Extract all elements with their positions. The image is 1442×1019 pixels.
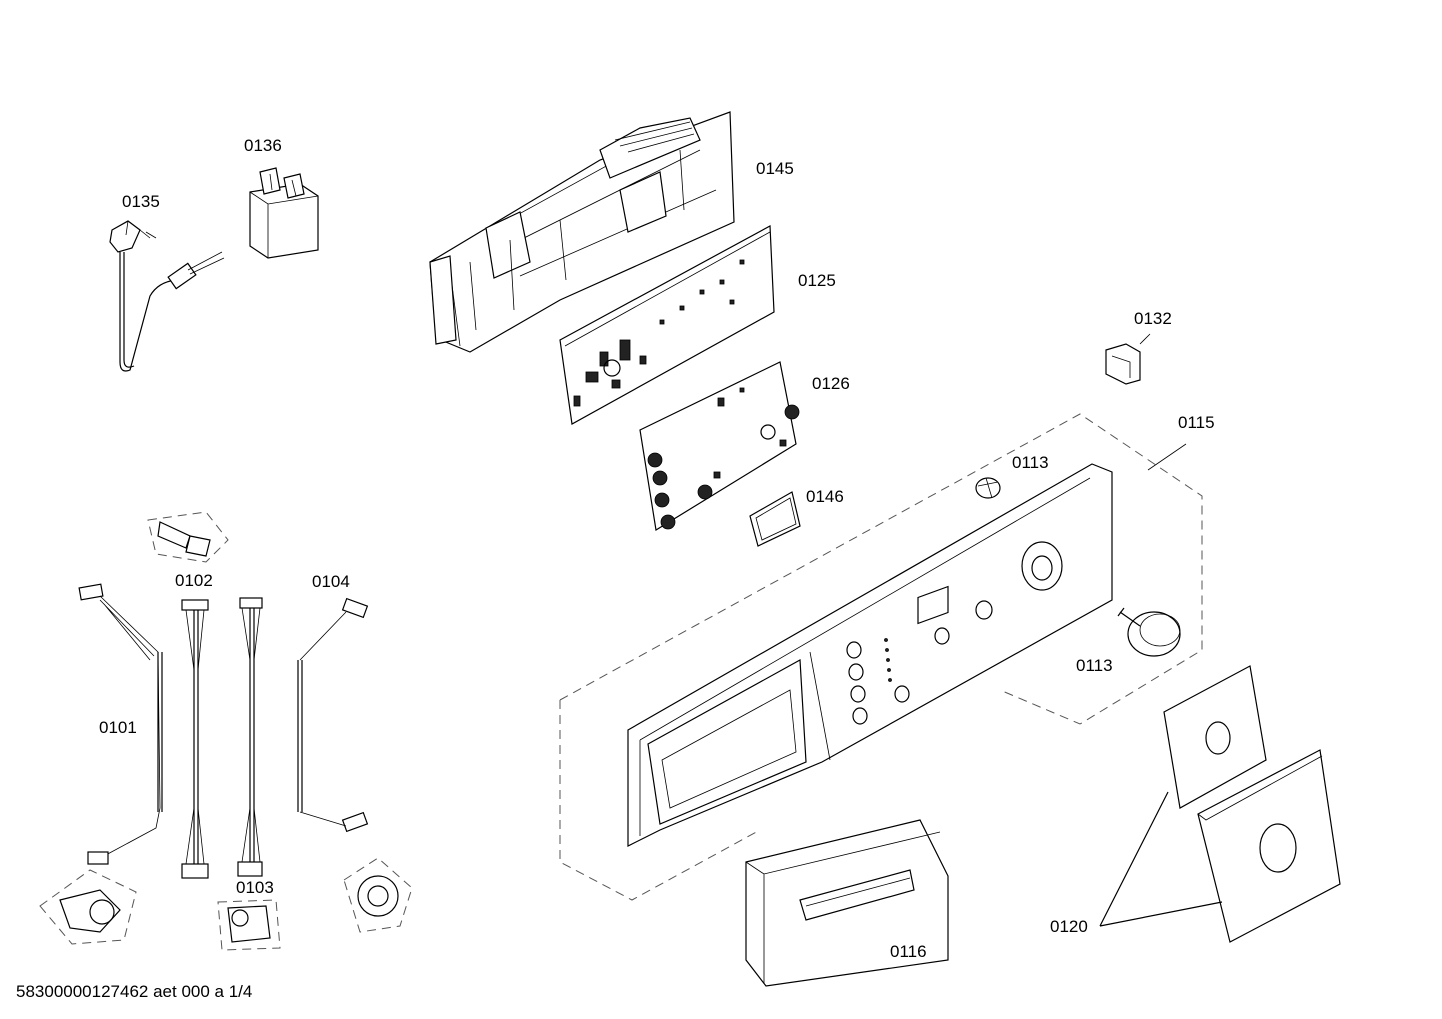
label-0145: 0145 — [756, 159, 794, 178]
label-0103: 0103 — [236, 878, 274, 897]
label-0102: 0102 — [175, 571, 213, 590]
selector-knob-part — [1117, 607, 1181, 657]
power-cord-part — [109, 220, 225, 372]
label-0120: 0120 — [1050, 917, 1088, 936]
label-0146: 0146 — [806, 487, 844, 506]
interference-suppressor-part — [249, 167, 319, 259]
valve-parts — [39, 857, 413, 951]
label-0125: 0125 — [798, 271, 836, 290]
label-0101: 0101 — [99, 718, 137, 737]
assembly-outline — [559, 413, 1203, 901]
bracket-part — [1105, 333, 1151, 385]
label-0126: 0126 — [812, 374, 850, 393]
label-0104: 0104 — [312, 572, 350, 591]
decor-panel-part — [1099, 665, 1341, 943]
control-housing-part — [429, 111, 735, 353]
label-0136: 0136 — [244, 136, 282, 155]
knob-cap-part — [975, 477, 1001, 499]
circuit-board-part — [559, 225, 775, 425]
label-0113-knob: 0113 — [1076, 656, 1113, 675]
drawer-handle-part — [745, 819, 949, 987]
display-board-part — [639, 361, 800, 531]
display-window-part — [749, 491, 801, 547]
label-0116: 0116 — [890, 942, 927, 961]
label-0135: 0135 — [122, 192, 160, 211]
document-footer: 58300000127462 aet 000 a 1/4 — [16, 982, 253, 1001]
label-0115: 0115 — [1178, 413, 1215, 432]
leader-0115 — [1147, 443, 1187, 471]
label-0113-top: 0113 — [1012, 453, 1049, 472]
label-0132: 0132 — [1134, 309, 1172, 328]
control-panel-fascia-part — [627, 463, 1113, 847]
wiring-harnesses — [78, 511, 369, 879]
